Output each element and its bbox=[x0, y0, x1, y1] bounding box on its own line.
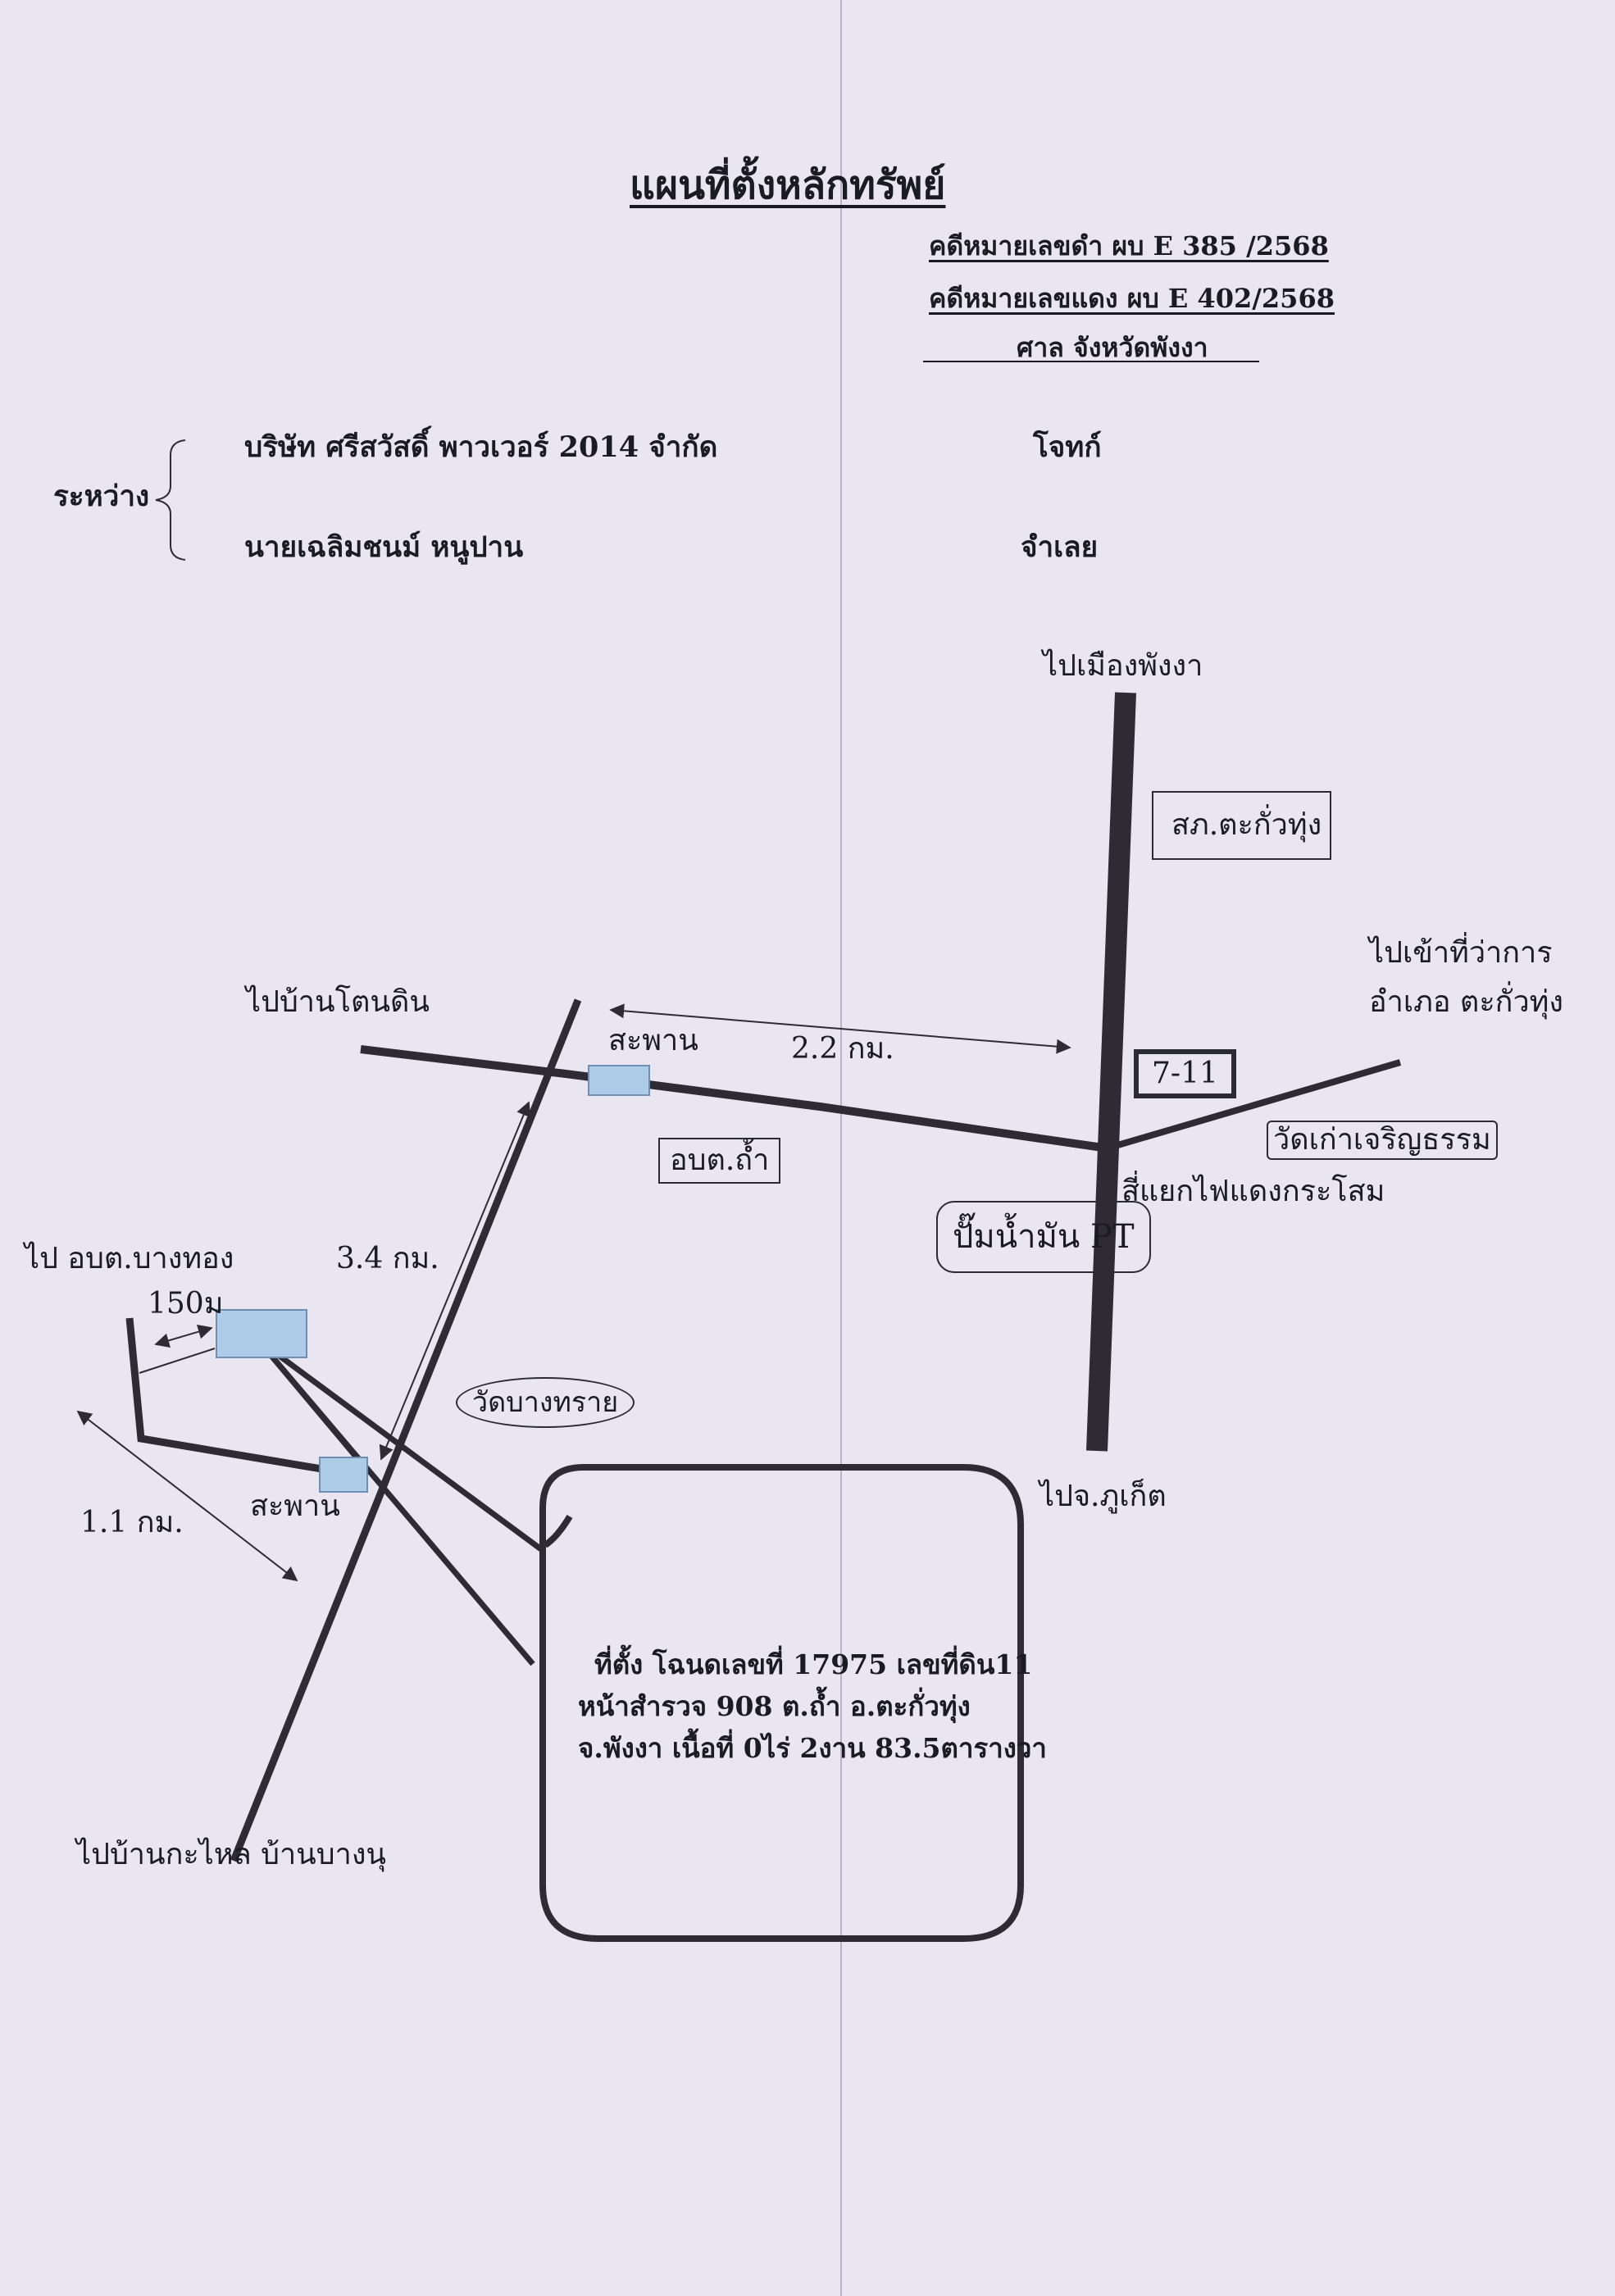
seven-eleven-box: 7-11 bbox=[1134, 1049, 1236, 1098]
local-road bbox=[230, 998, 582, 1862]
distance-11km-label: 1.1 กม. bbox=[80, 1506, 184, 1539]
district-road bbox=[1113, 1059, 1402, 1149]
connector-150m bbox=[139, 1348, 216, 1374]
to-district-label-2: อำเภอ ตะกั่วทุ่ง bbox=[1369, 985, 1563, 1019]
arrow-34km bbox=[379, 1101, 531, 1461]
location-callout bbox=[539, 1464, 1024, 1942]
location-description: ที่ตั้ง โฉนดเลขที่ 17975 เลขที่ดิน11 หน้… bbox=[578, 1644, 1047, 1769]
location-line-3: จ.พังงา เนื้อที่ 0ไร่ 2งาน 83.5ตารางวา bbox=[578, 1732, 1047, 1765]
distance-22km-label: 2.2 กม. bbox=[791, 1032, 894, 1066]
pointer-line-3 bbox=[256, 1338, 535, 1666]
to-obt-bangthong-label: ไป อบต.บางทอง bbox=[25, 1242, 234, 1275]
defendant-name: นายเฉลิมชนม์ หนูปาน bbox=[244, 530, 524, 564]
to-district-label-1: ไปเข้าที่ว่าการ bbox=[1369, 936, 1553, 970]
bridge-bottom-marker bbox=[319, 1457, 368, 1493]
police-station-box: สภ.ตะกั่วทุ่ง bbox=[1152, 791, 1332, 860]
page-title: แผนที่ตั้งหลักทรัพย์ bbox=[630, 162, 946, 208]
land-plot-marker bbox=[216, 1309, 307, 1358]
to-ton-din-label: ไปบ้านโตนดิน bbox=[246, 985, 430, 1019]
highway-road bbox=[1086, 692, 1136, 1452]
arrow-11km bbox=[76, 1410, 298, 1582]
plaintiff-name: บริษัท ศรีสวัสดิ์ พาวเวอร์ 2014 จำกัด bbox=[244, 430, 718, 464]
obt-tham-box: อบต.ถ้ำ bbox=[658, 1138, 781, 1184]
brace-icon bbox=[155, 439, 186, 561]
distance-34km-label: 3.4 กม. bbox=[336, 1242, 439, 1275]
wat-charoen-box: วัดเก่าเจริญธรรม bbox=[1267, 1121, 1498, 1160]
ton-din-road bbox=[360, 1045, 1103, 1152]
red-case-number: คดีหมายเลขแดง ผบ E 402/2568 bbox=[929, 283, 1335, 314]
fold-line-upper bbox=[840, 0, 842, 2296]
between-label: ระหว่าง bbox=[53, 480, 150, 513]
wat-bangsai-ellipse: วัดบางทราย bbox=[456, 1377, 635, 1428]
bridge-top-label: สะพาน bbox=[608, 1024, 698, 1057]
arrow-22km bbox=[609, 1003, 1071, 1054]
pt-station-box: ปั๊มน้ำมัน PT bbox=[936, 1201, 1151, 1273]
plaintiff-role: โจทก์ bbox=[1033, 430, 1102, 464]
distance-150m-label: 150ม bbox=[148, 1287, 224, 1321]
bridge-bottom-label: สะพาน bbox=[250, 1489, 340, 1523]
court-underline bbox=[923, 361, 1259, 362]
bridge-top-marker bbox=[588, 1065, 650, 1096]
to-kalai-label: ไปบ้านกะไหล บ้านบางนุ bbox=[76, 1838, 387, 1871]
location-line-1: ที่ตั้ง โฉนดเลขที่ 17975 เลขที่ดิน11 bbox=[594, 1648, 1033, 1680]
arrow-150m bbox=[154, 1324, 213, 1348]
to-phangnga-label: ไปเมืองพังงา bbox=[1043, 649, 1203, 683]
defendant-role: จำเลย bbox=[1021, 530, 1099, 564]
black-case-number: คดีหมายเลขดำ ผบ E 385 /2568 bbox=[929, 230, 1329, 261]
location-line-2: หน้าสำรวจ 908 ต.ถ้ำ อ.ตะกั่วทุ่ง bbox=[578, 1690, 971, 1723]
intersection-label: สี่แยกไฟแดงกระโสม bbox=[1121, 1175, 1385, 1208]
court-name: ศาล จังหวัดพังงา bbox=[1017, 332, 1208, 363]
to-phuket-label: ไปจ.ภูเก็ต bbox=[1040, 1480, 1167, 1513]
